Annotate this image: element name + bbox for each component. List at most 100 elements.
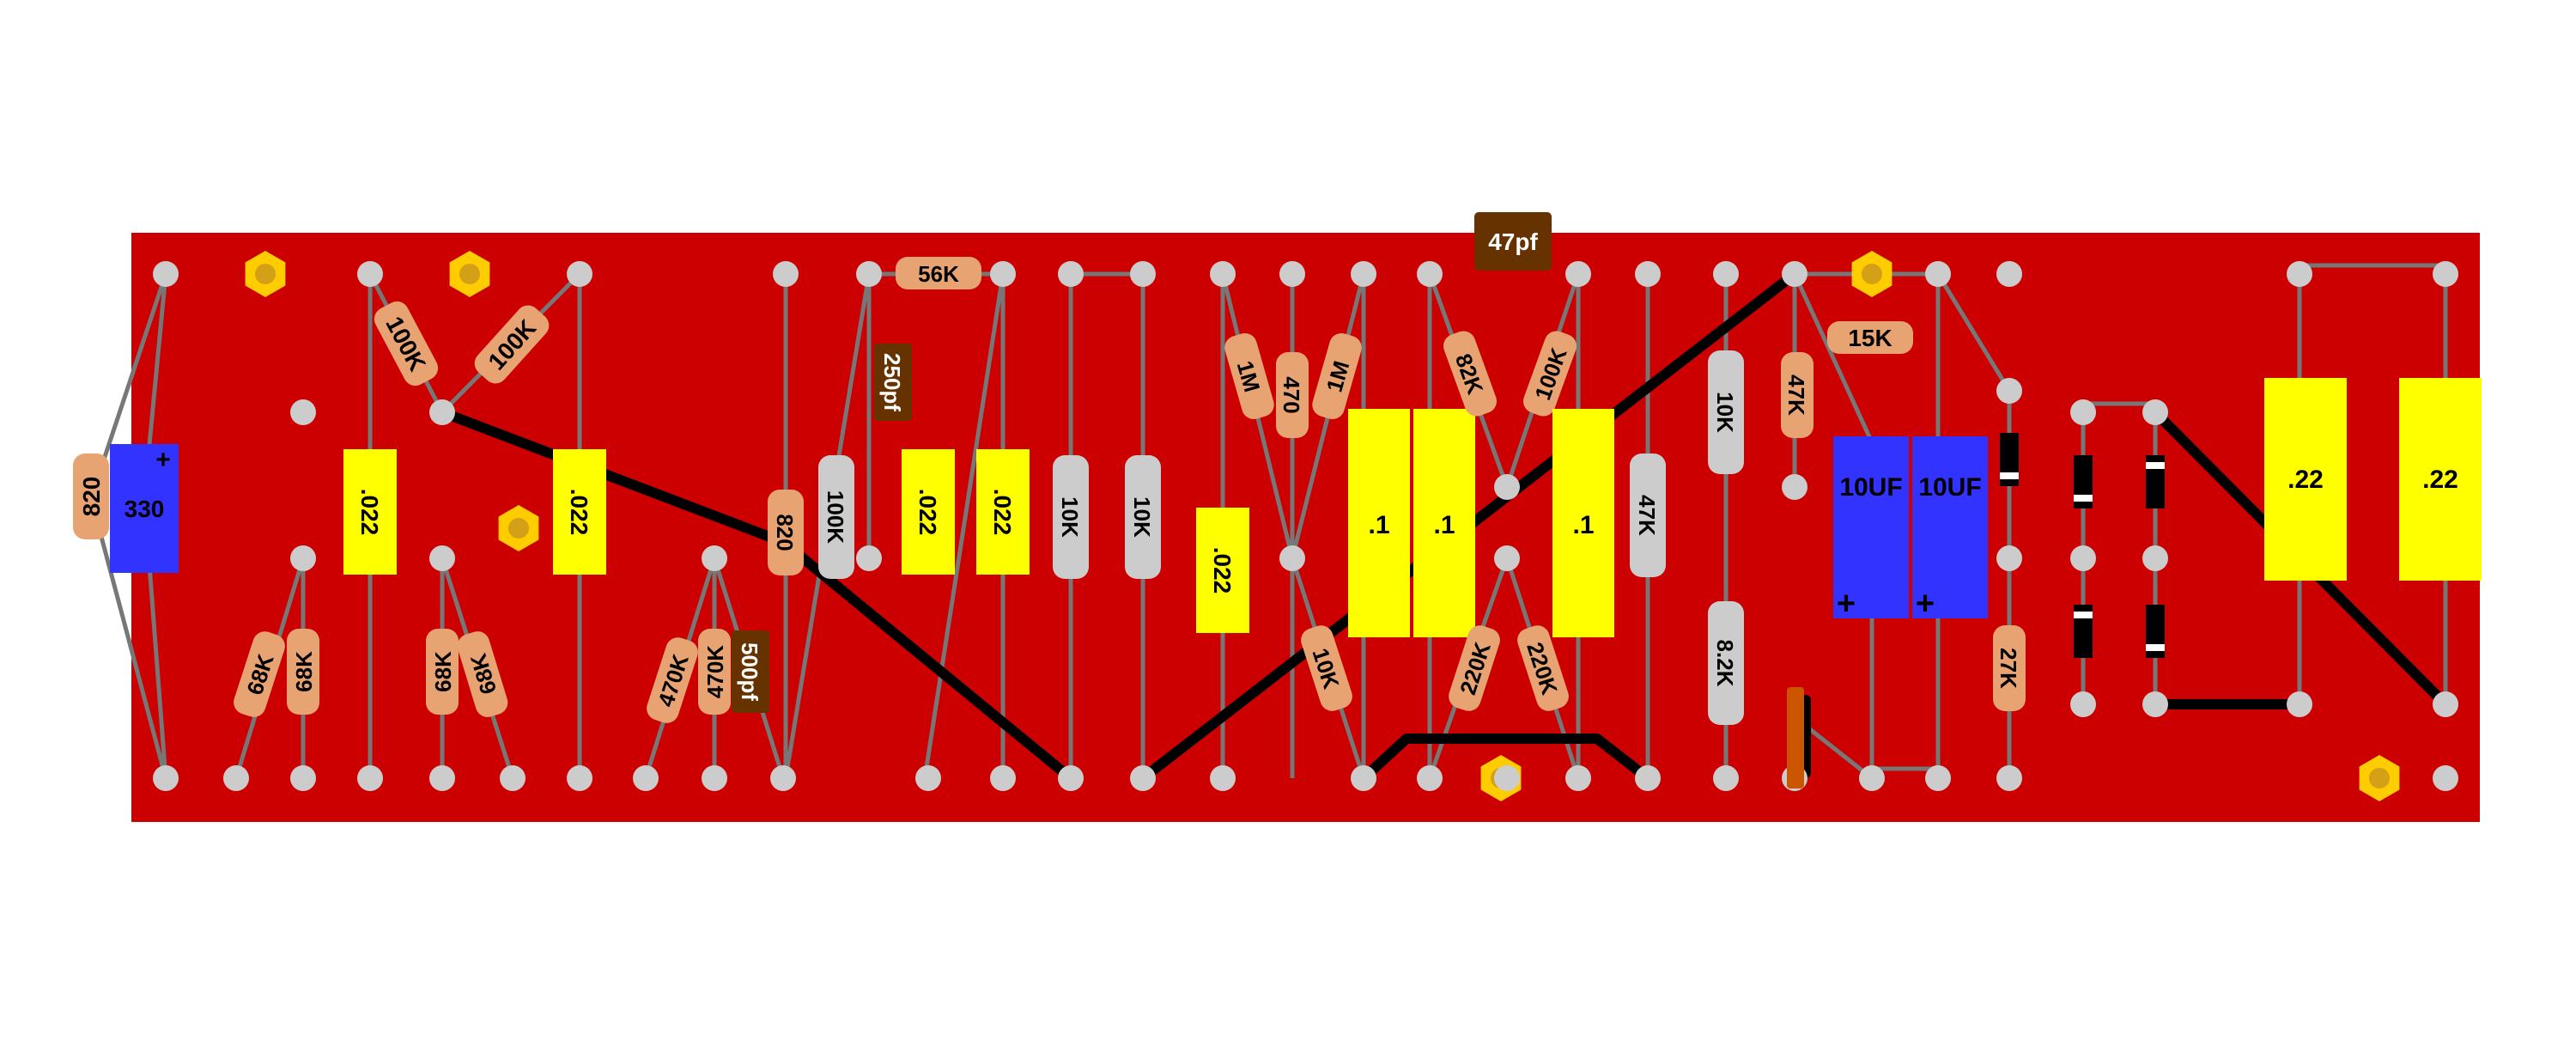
pad: [567, 765, 592, 791]
resistor-820-b: 820: [768, 490, 804, 575]
mounting-hole-center: [459, 264, 480, 284]
pad: [1713, 765, 1739, 791]
capacitor-1-b: .1: [1413, 409, 1475, 637]
capacitor-250pf: 250pf: [874, 344, 912, 421]
pad: [2142, 545, 2168, 571]
diode-4: [2074, 605, 2093, 658]
mounting-hole: [245, 251, 286, 297]
axial-component: [1787, 687, 1804, 788]
capacitor-022-b-label: .022: [566, 489, 592, 536]
capacitor-10uf-a-polarity: +: [1837, 586, 1856, 622]
pad: [1494, 765, 1520, 791]
capacitor-500pf: 500pf: [732, 630, 769, 713]
trimmer-10k-b-label: 10K: [1129, 496, 1155, 538]
trimmer-100k-label: 100K: [823, 490, 848, 544]
capacitor-022-c-label: .022: [914, 489, 941, 536]
pad: [702, 545, 727, 571]
pad: [290, 399, 316, 425]
pad: [1417, 765, 1443, 791]
resistor-15k-label: 15K: [1848, 325, 1892, 351]
pad: [770, 765, 796, 791]
pad: [153, 261, 179, 287]
capacitor-10uf-b-label: 10UF: [1918, 473, 1981, 502]
pad: [1565, 261, 1591, 287]
pad: [1130, 765, 1156, 791]
mounting-hole: [498, 505, 539, 551]
pad: [1859, 765, 1885, 791]
capacitor-47pf-label: 47pf: [1488, 228, 1538, 255]
trimmer-8-2k-label: 8.2K: [1712, 640, 1738, 687]
resistor-68k-d: 68K: [457, 631, 508, 717]
trimmer-10k-b: 10K: [1125, 455, 1161, 579]
pad: [1996, 378, 2022, 404]
capacitor-10uf-a: 10UF +: [1833, 436, 1909, 622]
pad: [153, 765, 179, 791]
capacitor-22-a-label: .22: [2287, 466, 2324, 494]
pad: [500, 765, 526, 791]
pads: [153, 261, 2458, 791]
pad: [2142, 691, 2168, 717]
capacitor-330-label: 330: [125, 496, 165, 522]
pad: [357, 765, 383, 791]
mounting-hole-center: [1862, 264, 1882, 284]
trimmer-10k-a-label: 10K: [1057, 496, 1083, 538]
mounting-hole-center: [508, 518, 529, 539]
pad: [1351, 765, 1376, 791]
capacitor-022-d: .022: [976, 449, 1030, 575]
resistor-47k: 47K: [1781, 352, 1814, 438]
resistor-56k: 56K: [896, 257, 981, 289]
pad: [702, 765, 727, 791]
resistor-820-input-label: 820: [78, 477, 105, 517]
pad: [1925, 765, 1951, 791]
mounting-hole: [2359, 755, 2400, 801]
pad: [1058, 261, 1084, 287]
pad: [633, 765, 659, 791]
trimmer-47k-label: 47K: [1634, 495, 1660, 536]
capacitor-10uf-a-label: 10UF: [1839, 473, 1902, 502]
mounting-hole-center: [255, 264, 276, 284]
pad: [2433, 765, 2458, 791]
pad: [2433, 261, 2458, 287]
pad: [290, 545, 316, 571]
resistor-68k-b-label: 68K: [291, 651, 317, 692]
resistor-68k-c: 68K: [426, 629, 459, 715]
pad: [567, 261, 592, 287]
capacitor-022-c: .022: [902, 449, 955, 575]
pad: [1996, 261, 2022, 287]
capacitor-22-b-label: .22: [2422, 466, 2458, 494]
pad: [773, 261, 799, 287]
pad: [990, 765, 1016, 791]
resistor-56k-label: 56K: [918, 261, 959, 287]
capacitor-250pf-label: 250pf: [879, 353, 905, 411]
resistor-27k: 27K: [1993, 625, 2026, 711]
pad: [1279, 261, 1305, 287]
capacitor-47pf: 47pf: [1474, 212, 1552, 271]
capacitor-022-d-label: .022: [989, 489, 1016, 536]
pad: [1713, 261, 1739, 287]
pad: [2070, 691, 2096, 717]
pad: [2433, 691, 2458, 717]
diode-1: [2000, 433, 2019, 486]
resistor-470-label: 470: [1279, 376, 1304, 413]
trimmer-100k: 100K: [818, 455, 854, 579]
capacitor-1-b-label: .1: [1433, 511, 1455, 539]
resistor-47k-label: 47K: [1783, 374, 1809, 416]
resistor-1m-b: 1M: [1312, 333, 1362, 419]
pad: [1635, 261, 1661, 287]
resistor-820-input: 820: [73, 453, 109, 539]
pad: [2287, 261, 2312, 287]
pad: [2287, 691, 2312, 717]
trimmer-10k-a: 10K: [1053, 455, 1089, 579]
pad: [223, 765, 249, 791]
capacitor-330-polarity: +: [155, 446, 171, 474]
trimmer-10k-c-label: 10K: [1712, 392, 1738, 433]
pad: [1417, 261, 1443, 287]
capacitor-10uf-b-polarity: +: [1916, 586, 1935, 622]
capacitor-022-e-label: .022: [1209, 547, 1236, 594]
pad: [856, 261, 882, 287]
diode-5: [2146, 605, 2165, 658]
trimmer-8-2k: 8.2K: [1708, 601, 1744, 725]
mounting-hole: [449, 251, 490, 297]
